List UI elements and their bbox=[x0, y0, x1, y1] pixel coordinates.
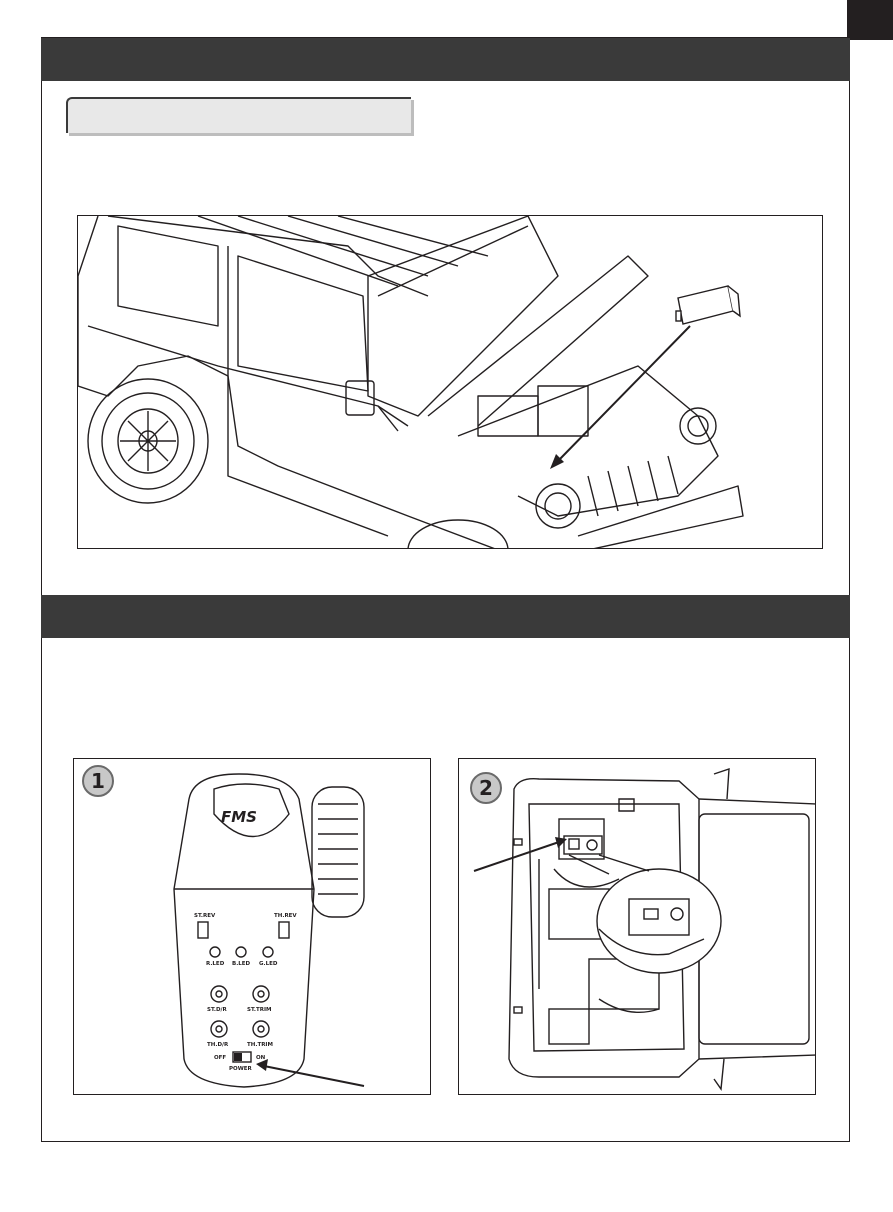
truck-figure bbox=[77, 215, 823, 549]
brand-logo: FMS bbox=[221, 808, 257, 826]
knob-label-th-trim: TH.TRIM bbox=[247, 1042, 273, 1048]
truck-hood-open-icon bbox=[78, 216, 744, 548]
section-bar-top bbox=[41, 38, 850, 81]
chassis-top-view-icon bbox=[473, 768, 815, 1091]
section-bar-bottom bbox=[41, 595, 850, 638]
receiver-box-icon bbox=[675, 285, 741, 325]
led-label-b: B.LED bbox=[232, 961, 251, 967]
page-frame bbox=[41, 37, 850, 1142]
transmitter-icon: FMS ST.REV TH.REV R.LED B.LED G.LED ST.D… bbox=[173, 773, 365, 1088]
switch-label-th-rev: TH.REV bbox=[274, 913, 297, 919]
led-label-g: G.LED bbox=[259, 961, 278, 967]
knob-label-st-trim: ST.TRIM bbox=[247, 1007, 271, 1013]
power-on-label: ON bbox=[256, 1055, 266, 1061]
step-badge-2: 2 bbox=[470, 772, 502, 804]
led-label-r: R.LED bbox=[206, 961, 225, 967]
chassis-figure: 2 bbox=[458, 758, 816, 1095]
knob-label-th-dr: TH.D/R bbox=[207, 1042, 229, 1048]
page-corner-tab bbox=[847, 0, 893, 40]
transmitter-figure: 1 FMS ST.REV TH.REV bbox=[73, 758, 431, 1095]
step-badge-1: 1 bbox=[82, 765, 114, 797]
power-label: POWER bbox=[229, 1066, 253, 1072]
knob-label-st-dr: ST.D/R bbox=[207, 1007, 228, 1013]
switch-label-st-rev: ST.REV bbox=[194, 913, 216, 919]
power-off-label: OFF bbox=[214, 1055, 226, 1061]
subheading-box bbox=[66, 97, 411, 133]
